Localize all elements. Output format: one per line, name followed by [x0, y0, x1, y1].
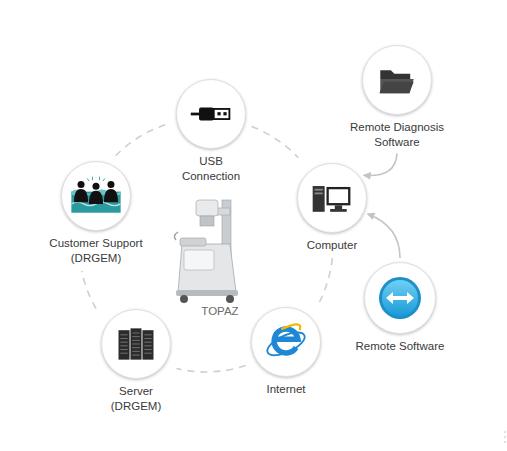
- icon-circle: [61, 161, 131, 231]
- icon-circle: [101, 309, 171, 379]
- xray-unit: [174, 200, 238, 303]
- dashed-link: [82, 271, 96, 309]
- icon-circle: [297, 163, 367, 233]
- icon-node: Computer: [292, 163, 372, 253]
- icon-circle: [364, 262, 436, 334]
- icon-node: Server (DRGEM): [101, 309, 171, 413]
- dashed-link: [116, 123, 171, 156]
- icon-circle: [176, 79, 246, 149]
- arrow-link: [368, 214, 400, 258]
- node-icon: [309, 175, 355, 221]
- node-label: Remote Software: [345, 339, 455, 354]
- node-icon: [263, 319, 309, 365]
- node-label: Internet: [251, 382, 321, 397]
- icon-node: USB Connection: [176, 79, 246, 183]
- icon-node: Remote Diagnosis Software: [337, 45, 457, 149]
- node-label: USB Connection: [176, 154, 246, 183]
- icon-circle: [362, 45, 432, 115]
- dashed-link: [320, 258, 333, 302]
- node-icon: [113, 321, 159, 367]
- node-icon: [69, 174, 123, 218]
- node-icon: [188, 91, 234, 137]
- node-icon: [375, 58, 419, 102]
- node-label: Computer: [292, 238, 372, 253]
- dashed-link: [252, 126, 299, 157]
- device-label: TOPAZ: [180, 305, 260, 317]
- icon-node: Customer Support (DRGEM): [40, 161, 152, 265]
- icon-node: Remote Software: [345, 262, 455, 354]
- node-label: Remote Diagnosis Software: [337, 120, 457, 149]
- icon-circle: [251, 307, 321, 377]
- node-label: Server (DRGEM): [101, 384, 171, 413]
- arrow-link: [364, 153, 397, 175]
- corner-dots: [504, 431, 506, 443]
- icon-node: Internet: [251, 307, 321, 397]
- dashed-link: [176, 366, 245, 372]
- node-icon: [375, 273, 425, 323]
- node-label: Customer Support (DRGEM): [40, 236, 152, 265]
